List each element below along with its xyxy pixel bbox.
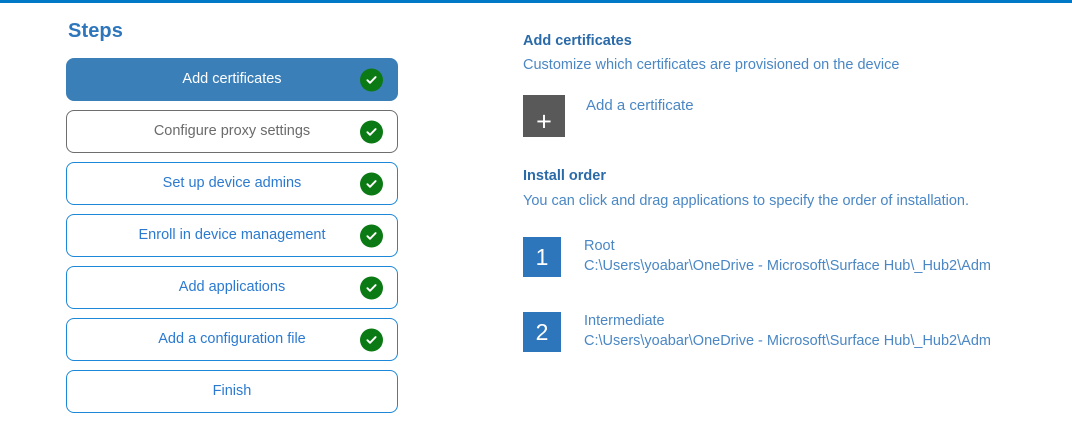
step-label: Add a configuration file: [158, 331, 306, 348]
order-item-name: Intermediate: [584, 313, 665, 330]
step-label: Enroll in device management: [138, 227, 326, 244]
wizard-page: Steps Add certificates Configure proxy s…: [0, 3, 1072, 443]
completed-check-icon: [360, 120, 383, 143]
detail-panel: Add certificates Customize which certifi…: [523, 33, 1043, 353]
step-label: Finish: [212, 383, 252, 400]
install-order-subtitle: You can click and drag applications to s…: [523, 192, 970, 209]
order-item-name: Root: [584, 238, 615, 255]
plus-glyph: +: [536, 106, 552, 137]
completed-check-icon: [360, 68, 383, 91]
list-item[interactable]: 2 Intermediate C:\Users\yoabar\OneDrive …: [523, 312, 1043, 353]
step-add-applications[interactable]: Add applications: [66, 266, 398, 309]
completed-check-icon: [360, 328, 383, 351]
add-certificate-label[interactable]: Add a certificate: [586, 97, 694, 115]
install-order-list: 1 Root C:\Users\yoabar\OneDrive - Micros…: [523, 237, 1043, 353]
step-enroll-in-device-management[interactable]: Enroll in device management: [66, 214, 398, 257]
list-item[interactable]: 1 Root C:\Users\yoabar\OneDrive - Micros…: [523, 237, 1043, 278]
install-order-heading: Install order: [523, 168, 606, 185]
step-configure-proxy-settings[interactable]: Configure proxy settings: [66, 110, 398, 153]
completed-check-icon: [360, 276, 383, 299]
completed-check-icon: [360, 224, 383, 247]
order-index-badge: 1: [523, 237, 561, 278]
add-certificate-row[interactable]: + Add a certificate: [523, 95, 1043, 138]
top-accent-bar: [0, 0, 1072, 3]
step-set-up-device-admins[interactable]: Set up device admins: [66, 162, 398, 205]
order-item-text: Intermediate C:\Users\yoabar\OneDrive - …: [584, 312, 991, 351]
detail-subtitle: Customize which certificates are provisi…: [523, 57, 900, 74]
completed-check-icon: [360, 172, 383, 195]
steps-list: Add certificates Configure proxy setting…: [66, 58, 398, 413]
step-label: Add applications: [178, 279, 286, 296]
order-item-path: C:\Users\yoabar\OneDrive - Microsoft\Sur…: [584, 258, 991, 275]
step-label: Set up device admins: [162, 175, 302, 192]
install-order-section: Install order You can click and drag app…: [523, 168, 1043, 353]
step-label: Configure proxy settings: [153, 123, 311, 140]
step-add-certificates[interactable]: Add certificates: [66, 58, 398, 101]
steps-heading: Steps: [68, 20, 123, 42]
step-finish[interactable]: Finish: [66, 370, 398, 413]
order-item-text: Root C:\Users\yoabar\OneDrive - Microsof…: [584, 237, 991, 276]
step-add-a-configuration-file[interactable]: Add a configuration file: [66, 318, 398, 361]
order-item-path: C:\Users\yoabar\OneDrive - Microsoft\Sur…: [584, 333, 991, 350]
detail-heading: Add certificates: [523, 33, 632, 49]
steps-panel: Steps Add certificates Configure proxy s…: [66, 20, 398, 413]
plus-icon[interactable]: +: [523, 95, 565, 138]
step-label: Add certificates: [182, 71, 282, 88]
order-index-badge: 2: [523, 312, 561, 353]
